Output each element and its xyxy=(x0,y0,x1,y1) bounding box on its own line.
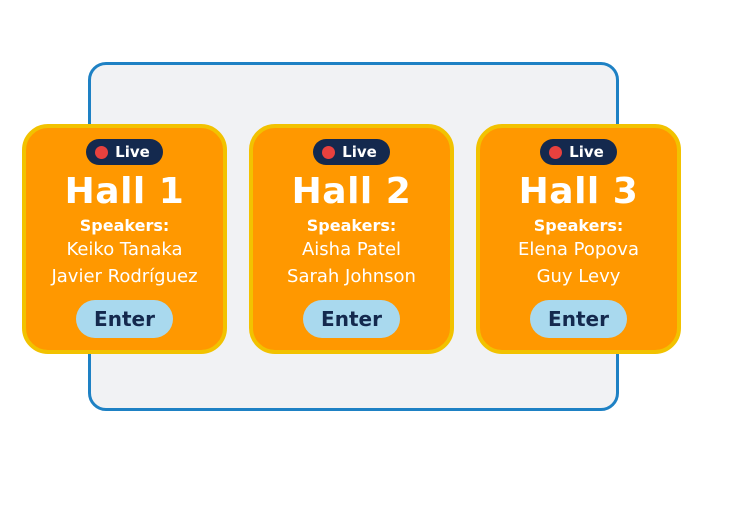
speaker-name: Keiko Tanaka xyxy=(66,239,183,260)
hall-card-1: Live Hall 1 Speakers: Keiko Tanaka Javie… xyxy=(22,124,227,354)
hall-title: Hall 2 xyxy=(291,171,412,212)
speaker-name: Guy Levy xyxy=(536,266,621,287)
enter-button-hall-2[interactable]: Enter xyxy=(303,300,400,338)
hall-cards: Live Hall 1 Speakers: Keiko Tanaka Javie… xyxy=(22,124,681,354)
live-label: Live xyxy=(569,143,604,161)
live-badge: Live xyxy=(540,139,617,165)
live-dot-icon xyxy=(95,145,109,159)
speaker-name: Sarah Johnson xyxy=(287,266,416,287)
live-label: Live xyxy=(115,143,150,161)
speakers-label: Speakers: xyxy=(533,216,624,235)
speakers-label: Speakers: xyxy=(79,216,170,235)
speaker-name: Elena Popova xyxy=(518,239,639,260)
hall-card-2: Live Hall 2 Speakers: Aisha Patel Sarah … xyxy=(249,124,454,354)
live-label: Live xyxy=(342,143,377,161)
live-dot-icon xyxy=(322,145,336,159)
live-badge: Live xyxy=(313,139,390,165)
live-badge: Live xyxy=(86,139,163,165)
enter-button-hall-3[interactable]: Enter xyxy=(530,300,627,338)
speaker-name: Javier Rodríguez xyxy=(51,266,198,287)
hall-card-3: Live Hall 3 Speakers: Elena Popova Guy L… xyxy=(476,124,681,354)
speaker-name: Aisha Patel xyxy=(301,239,402,260)
hall-title: Hall 3 xyxy=(518,171,639,212)
hall-title: Hall 1 xyxy=(64,171,185,212)
enter-button-hall-1[interactable]: Enter xyxy=(76,300,173,338)
live-dot-icon xyxy=(549,145,563,159)
speakers-label: Speakers: xyxy=(306,216,397,235)
